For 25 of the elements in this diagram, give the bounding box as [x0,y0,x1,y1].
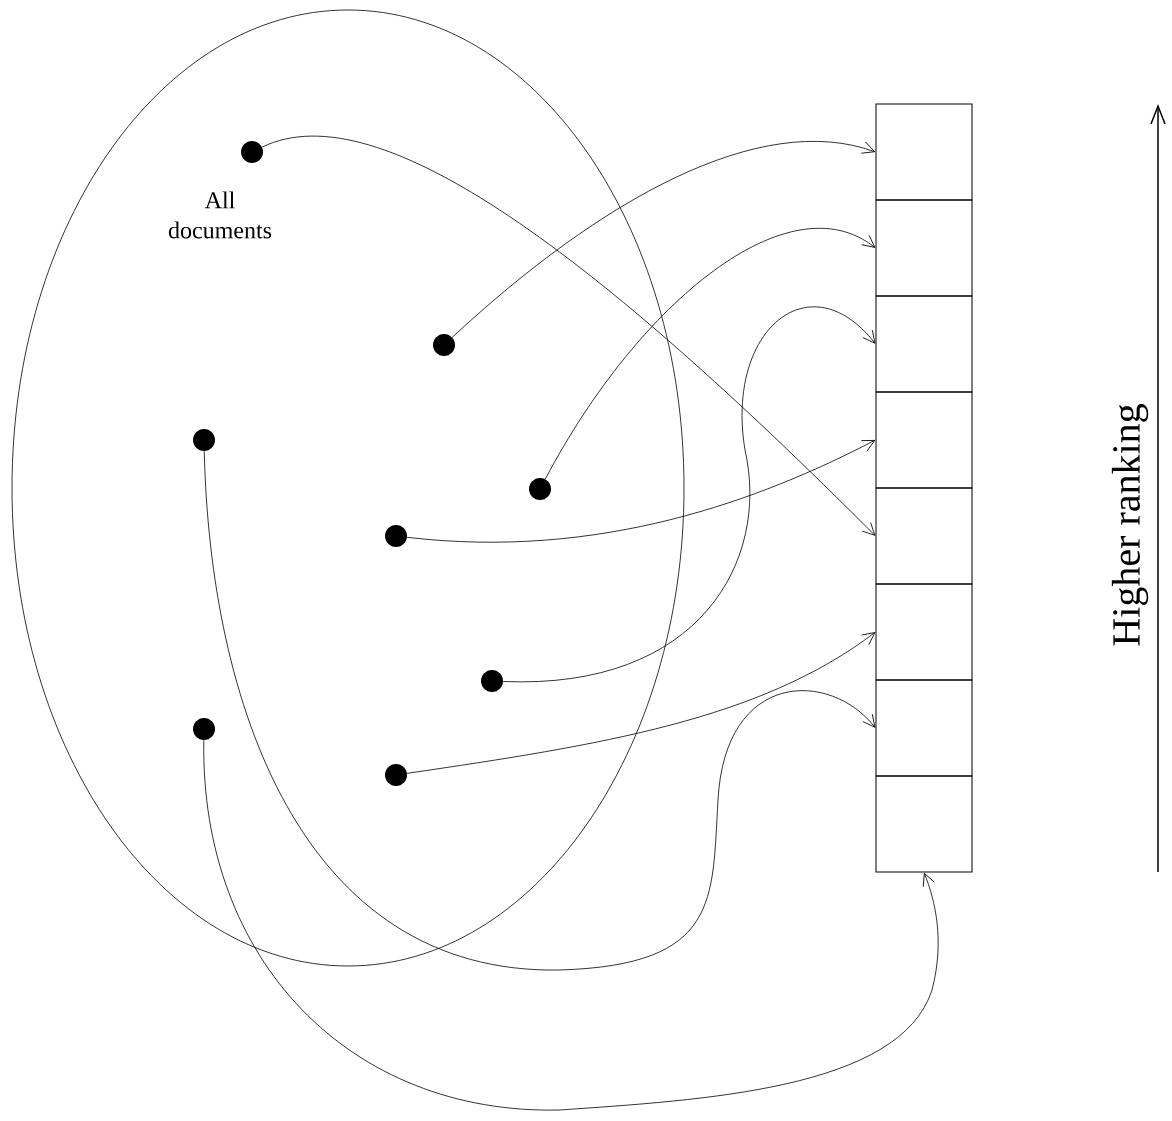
dot [433,334,455,356]
arrow [203,450,876,971]
ranking-cell [875,103,973,201]
arrow [203,739,939,1111]
dot [385,764,407,786]
ranking-cell [875,583,973,681]
dot [385,525,407,547]
ranking-cell [875,679,973,777]
dot [481,670,503,692]
arrow [261,136,876,536]
dot [241,141,263,163]
axis-label: Higher ranking [1111,404,1149,646]
arrow [406,632,876,774]
ranking-cell [875,487,973,585]
ranking-cell [875,391,973,489]
ranking-cell [875,199,973,297]
arrow [544,228,876,480]
ranking-cell [875,295,973,393]
dot [529,478,551,500]
dot [193,429,215,451]
ranking-cell [875,775,973,873]
arrow [451,140,876,338]
arrow [406,440,876,543]
arrow [502,306,876,682]
dot [193,718,215,740]
